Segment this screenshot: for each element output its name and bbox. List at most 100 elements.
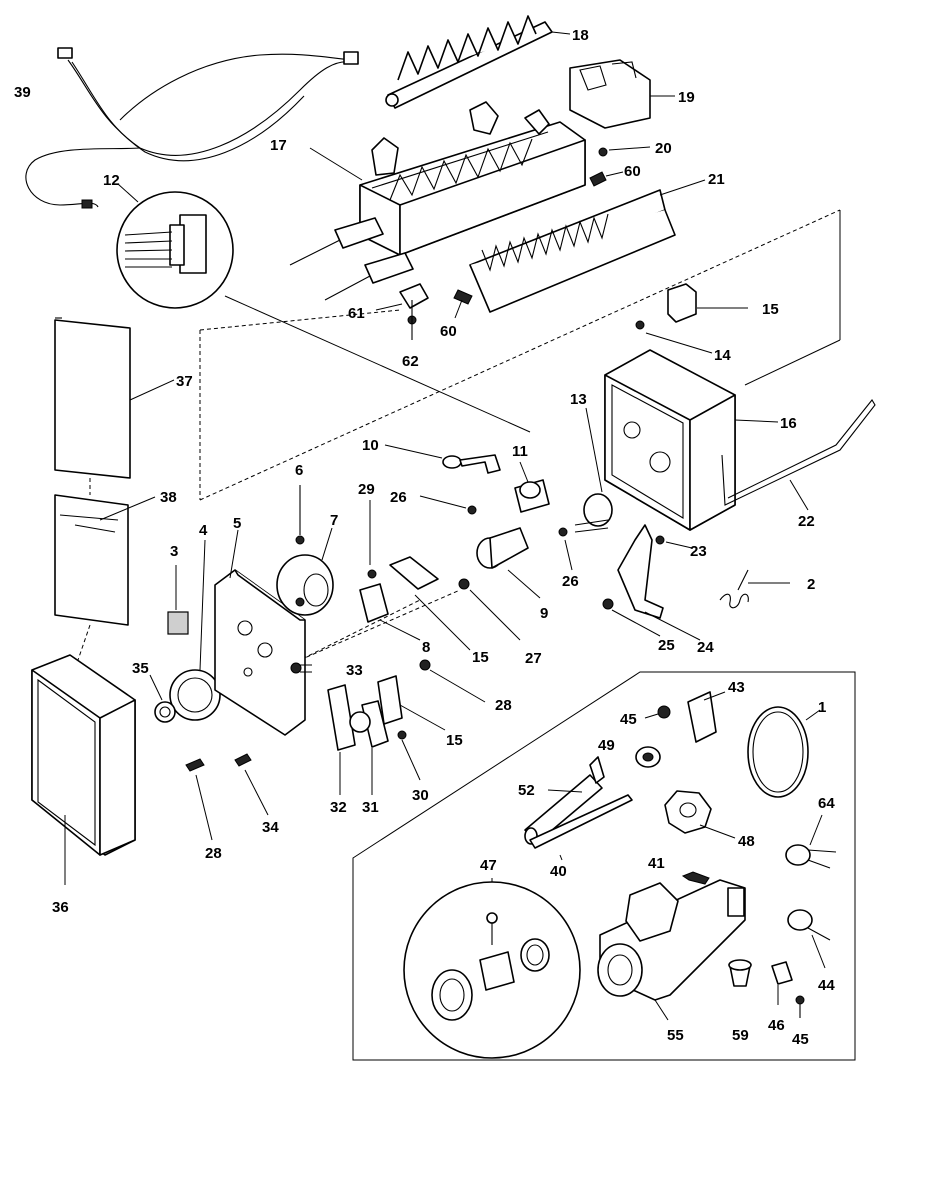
label-61: 61 [348, 305, 365, 322]
label-23: 23 [690, 543, 707, 560]
bracket-43 [687, 691, 726, 743]
label-40: 40 [550, 863, 567, 880]
nut-49 [635, 746, 661, 768]
label-32: 32 [330, 799, 347, 816]
screw-28-right [419, 659, 486, 703]
label-sheet [54, 494, 156, 626]
water-valve-55 [597, 879, 746, 1021]
screw-34 [234, 753, 269, 816]
label-9: 9 [540, 605, 548, 622]
label-39: 39 [14, 84, 31, 101]
screw-23 [655, 535, 693, 549]
lever-arm [384, 444, 501, 474]
label-45b: 45 [792, 1031, 809, 1048]
screw-45-top [644, 705, 671, 719]
switch-15-upper [667, 283, 748, 323]
label-33: 33 [346, 662, 363, 679]
ice-mold-tray [289, 101, 586, 301]
motor [276, 527, 334, 616]
label-7: 7 [330, 512, 338, 529]
wire-harness [25, 47, 359, 209]
label-41: 41 [648, 855, 665, 872]
spring [719, 569, 790, 609]
construction-lines [77, 209, 841, 691]
label-64: 64 [818, 795, 835, 812]
label-12: 12 [103, 172, 120, 189]
label-13: 13 [570, 391, 587, 408]
label-62: 62 [402, 353, 419, 370]
label-60b: 60 [440, 323, 457, 340]
label-21: 21 [708, 171, 725, 188]
label-48: 48 [738, 833, 755, 850]
part-15-bracket-lower [377, 675, 446, 731]
harness-connector-13 [574, 407, 613, 533]
label-29: 29 [358, 481, 375, 498]
screw-41 [681, 871, 710, 885]
fill-cup-cylinder [476, 527, 541, 599]
label-15c: 15 [446, 732, 463, 749]
label-8: 8 [422, 639, 430, 656]
label-47: 47 [480, 857, 497, 874]
drive-gear [149, 539, 221, 723]
clip-64 [785, 814, 837, 869]
label-22: 22 [798, 513, 815, 530]
screw-6 [295, 485, 305, 545]
screw-30 [397, 730, 421, 781]
label-30: 30 [412, 787, 429, 804]
mold-front-shield [469, 179, 706, 313]
label-49: 49 [598, 737, 615, 754]
label-60a: 60 [624, 163, 641, 180]
screw-14 [635, 320, 713, 354]
strip-40 [529, 794, 633, 861]
label-55: 55 [667, 1027, 684, 1044]
label-35: 35 [132, 660, 149, 677]
label-43: 43 [728, 679, 745, 696]
screw-27 [458, 578, 521, 641]
filter-59 [728, 959, 752, 987]
label-44: 44 [818, 977, 835, 994]
label-15b: 15 [472, 649, 489, 666]
ice-maker-cover [569, 59, 675, 129]
screw-60-lower [453, 289, 473, 319]
label-20: 20 [655, 140, 672, 157]
label-31: 31 [362, 799, 379, 816]
label-14: 14 [714, 347, 731, 364]
label-4: 4 [199, 522, 208, 539]
screw-25 [602, 598, 661, 637]
label-1: 1 [818, 699, 826, 716]
screw-45-bottom [795, 995, 805, 1018]
label-2: 2 [807, 576, 815, 593]
clamp-44 [787, 909, 831, 969]
instruction-sheet [54, 317, 175, 479]
screw-26-lower [558, 527, 573, 571]
pin-33 [300, 664, 312, 673]
bail-arm [721, 399, 876, 511]
ring-1 [747, 706, 821, 798]
part-32-plate [327, 684, 356, 795]
label-18: 18 [572, 27, 589, 44]
connector-detail-circle [116, 183, 531, 433]
label-3: 3 [170, 543, 178, 560]
label-26a: 26 [390, 489, 407, 506]
label-38: 38 [160, 489, 177, 506]
valve-detail-circle [403, 878, 581, 1059]
shutoff-arm [617, 524, 701, 641]
label-25: 25 [658, 637, 675, 654]
screw-20 [598, 146, 651, 157]
part-3-label-tag [167, 565, 189, 635]
label-36: 36 [52, 899, 69, 916]
part-31-cam [349, 700, 389, 795]
label-34: 34 [262, 819, 279, 836]
label-37: 37 [176, 373, 193, 390]
screw-28-left [185, 758, 213, 841]
label-28a: 28 [495, 697, 512, 714]
label-15a: 15 [762, 301, 779, 318]
thermostat-switch [514, 461, 550, 513]
label-26b: 26 [562, 573, 579, 590]
label-52: 52 [518, 782, 535, 799]
bracket-61 [375, 283, 429, 311]
label-19: 19 [678, 89, 695, 106]
label-24: 24 [697, 639, 714, 656]
screw-62 [407, 300, 417, 340]
